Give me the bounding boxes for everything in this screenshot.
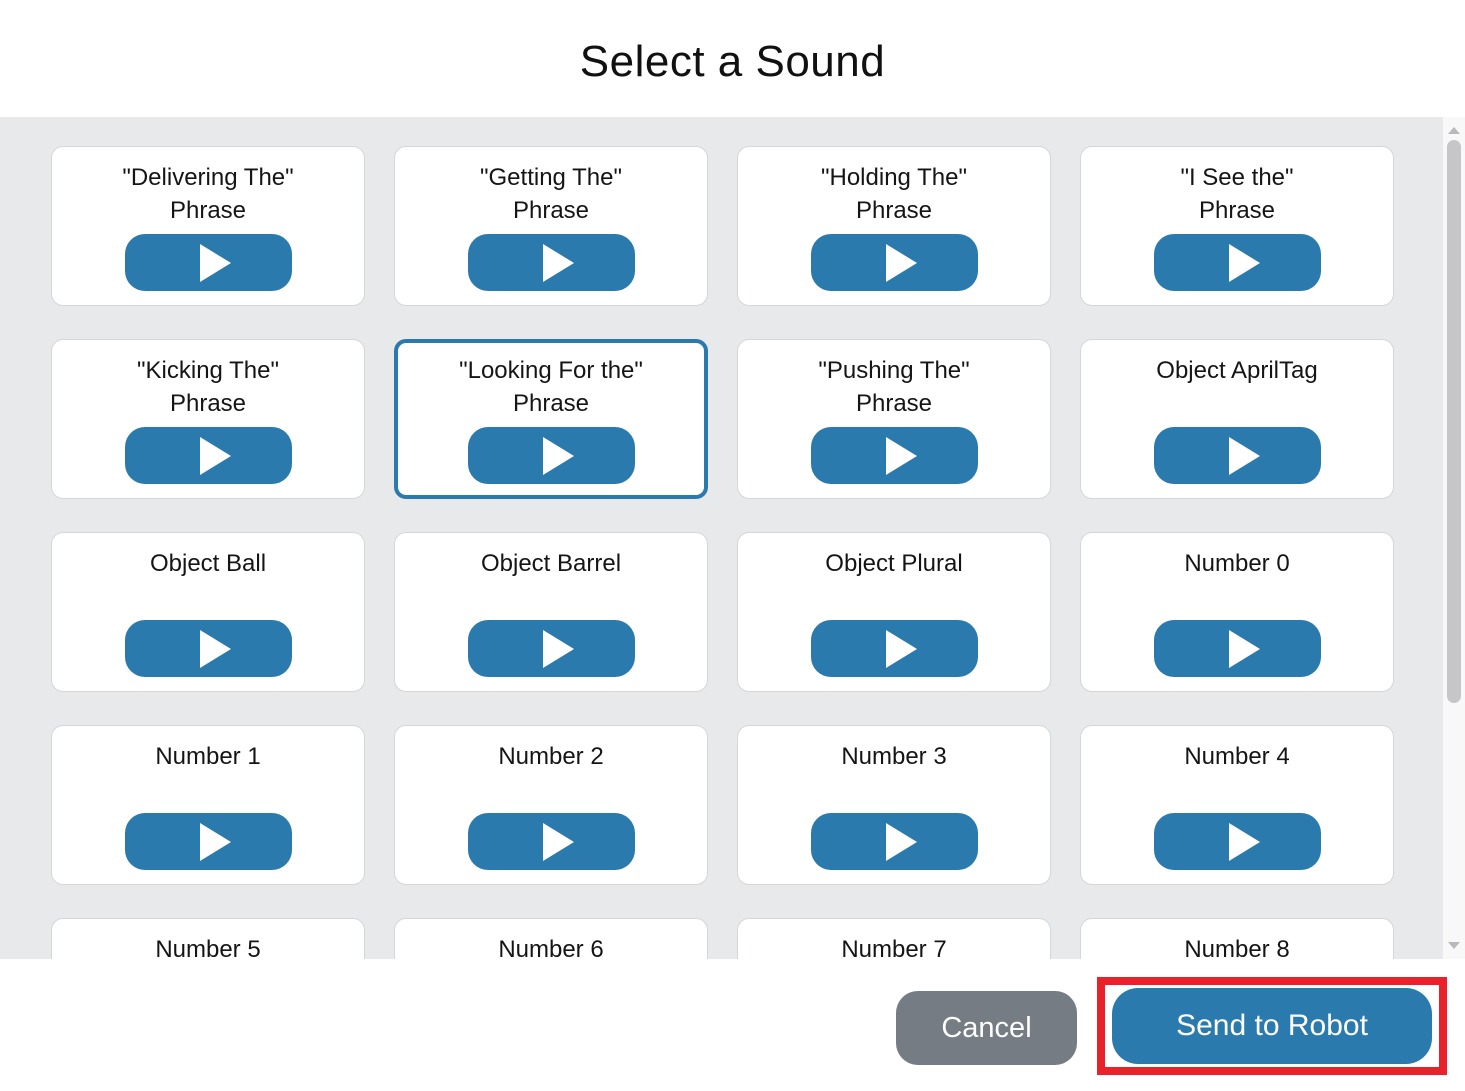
play-button[interactable] <box>1153 813 1321 870</box>
send-to-robot-button[interactable]: Send to Robot <box>1112 988 1432 1064</box>
sound-card-title: Number 1 <box>155 743 261 770</box>
sound-card-title: "Delivering The" Phrase <box>122 164 294 224</box>
play-icon <box>1215 436 1260 475</box>
play-icon <box>529 243 574 282</box>
sound-card-title: Number 5 <box>155 936 261 959</box>
sound-card-title: Object Barrel <box>480 550 622 577</box>
sound-card[interactable]: "Kicking The" Phrase <box>51 339 365 499</box>
play-icon <box>872 629 917 668</box>
play-icon <box>186 822 231 861</box>
play-icon <box>529 822 574 861</box>
sound-card[interactable]: Number 2 <box>394 725 708 885</box>
play-icon <box>872 822 917 861</box>
sound-card[interactable]: "Pushing The" Phrase <box>737 339 1051 499</box>
sound-card-title: "Getting The" Phrase <box>479 164 622 224</box>
sound-card-title: Number 8 <box>1184 936 1290 959</box>
sound-card[interactable]: "Delivering The" Phrase <box>51 146 365 306</box>
play-button[interactable] <box>467 620 635 677</box>
sound-card-title: "Kicking The" Phrase <box>137 357 279 417</box>
sound-card-title: "I See the" Phrase <box>1180 164 1294 224</box>
sound-card[interactable]: Number 5 <box>51 918 365 959</box>
play-button[interactable] <box>124 234 292 291</box>
sound-card-title: "Holding The" Phrase <box>820 164 967 224</box>
sound-card[interactable]: Object Barrel <box>394 532 708 692</box>
sound-card-title: Object AprilTag <box>1156 357 1318 384</box>
play-icon <box>1215 629 1260 668</box>
play-icon <box>872 436 917 475</box>
play-icon <box>186 243 231 282</box>
scroll-up-icon[interactable] <box>1443 120 1465 140</box>
sound-grid: "Delivering The" Phrase "Getting The" Ph… <box>51 146 1394 959</box>
sound-card[interactable]: "Getting The" Phrase <box>394 146 708 306</box>
sound-card[interactable]: Object AprilTag <box>1080 339 1394 499</box>
sound-card[interactable]: Number 4 <box>1080 725 1394 885</box>
play-icon <box>529 629 574 668</box>
sound-card-title: "Pushing The" Phrase <box>818 357 970 417</box>
play-button[interactable] <box>810 234 978 291</box>
dialog-footer: Cancel Send to Robot <box>0 959 1465 1091</box>
sound-card[interactable]: "Holding The" Phrase <box>737 146 1051 306</box>
play-button[interactable] <box>1153 234 1321 291</box>
play-button[interactable] <box>124 813 292 870</box>
play-button[interactable] <box>467 234 635 291</box>
sound-card[interactable]: Object Ball <box>51 532 365 692</box>
play-icon <box>529 436 574 475</box>
play-button[interactable] <box>467 813 635 870</box>
sound-card[interactable]: "Looking For the" Phrase <box>394 339 708 499</box>
sound-card[interactable]: Number 6 <box>394 918 708 959</box>
sound-card[interactable]: Object Plural <box>737 532 1051 692</box>
sound-card-title: Number 6 <box>498 936 604 959</box>
play-button[interactable] <box>124 620 292 677</box>
play-button[interactable] <box>810 427 978 484</box>
sound-card-title: Number 3 <box>841 743 947 770</box>
play-button[interactable] <box>810 813 978 870</box>
play-button[interactable] <box>810 620 978 677</box>
play-icon <box>186 436 231 475</box>
play-button[interactable] <box>1153 620 1321 677</box>
sound-card-title: Number 0 <box>1184 550 1290 577</box>
sound-card-title: Number 7 <box>841 936 947 959</box>
sound-card-title: Object Plural <box>825 550 963 577</box>
sound-card-title: Number 4 <box>1184 743 1290 770</box>
sound-card[interactable]: Number 3 <box>737 725 1051 885</box>
play-button[interactable] <box>1153 427 1321 484</box>
sound-card-title: Object Ball <box>149 550 267 577</box>
sound-card[interactable]: Number 1 <box>51 725 365 885</box>
dialog-header: Select a Sound <box>0 0 1465 117</box>
sound-card[interactable]: Number 8 <box>1080 918 1394 959</box>
play-icon <box>1215 822 1260 861</box>
scrollbar-thumb[interactable] <box>1447 140 1461 703</box>
play-icon <box>1215 243 1260 282</box>
annotation-highlight: Send to Robot <box>1097 977 1447 1075</box>
cancel-button[interactable]: Cancel <box>896 991 1077 1065</box>
vertical-scrollbar[interactable] <box>1443 117 1465 959</box>
play-icon <box>872 243 917 282</box>
sound-card[interactable]: "I See the" Phrase <box>1080 146 1394 306</box>
sound-card[interactable]: Number 7 <box>737 918 1051 959</box>
sound-card[interactable]: Number 0 <box>1080 532 1394 692</box>
sound-card-title: "Looking For the" Phrase <box>459 357 643 417</box>
sound-grid-scroll-area: "Delivering The" Phrase "Getting The" Ph… <box>0 117 1465 959</box>
play-icon <box>186 629 231 668</box>
play-button[interactable] <box>467 427 635 484</box>
dialog-title: Select a Sound <box>579 36 886 86</box>
sound-card-title: Number 2 <box>498 743 604 770</box>
scroll-down-icon[interactable] <box>1443 935 1465 955</box>
play-button[interactable] <box>124 427 292 484</box>
